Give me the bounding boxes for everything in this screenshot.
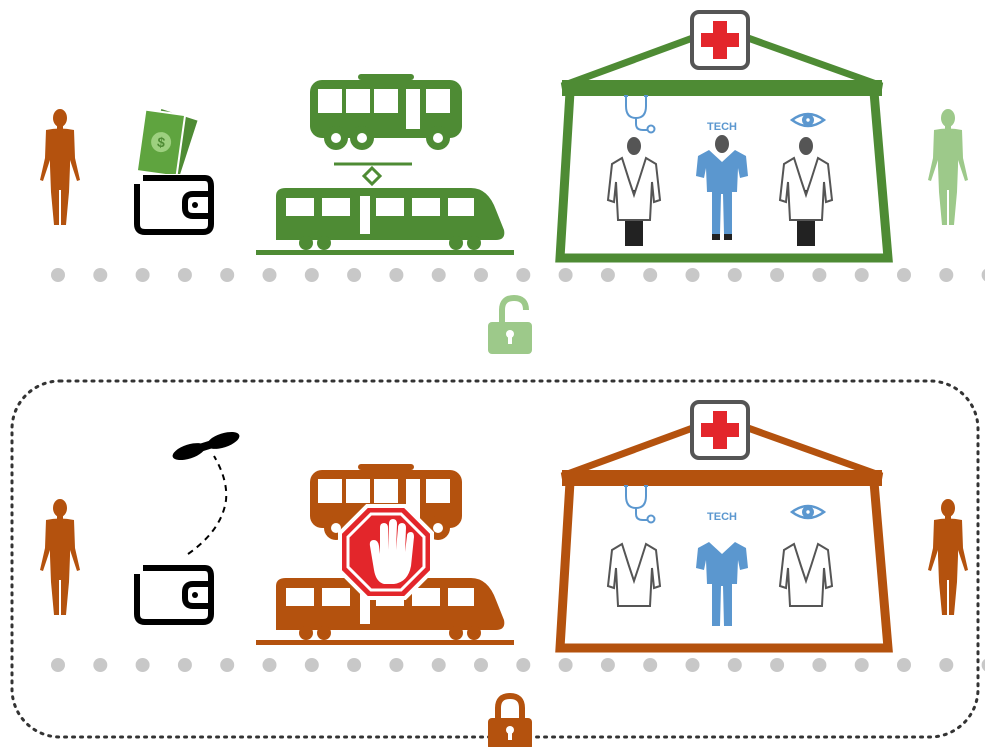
stethoscope-icon bbox=[623, 485, 656, 524]
patient-end-icon bbox=[928, 109, 968, 225]
path-dot bbox=[220, 658, 235, 672]
empty-coat-icon bbox=[779, 543, 833, 607]
path-dot bbox=[93, 268, 108, 282]
rail-line bbox=[256, 640, 514, 645]
path-dot bbox=[939, 268, 954, 282]
path-dot bbox=[558, 268, 573, 282]
scenario-barrier: TECH bbox=[10, 379, 985, 747]
wallet-with-money-icon: $ bbox=[135, 106, 213, 232]
path-dot bbox=[135, 268, 150, 282]
path-dot bbox=[558, 658, 573, 672]
bus-icon bbox=[310, 74, 462, 150]
path-dot bbox=[474, 268, 488, 282]
path-dot bbox=[262, 268, 277, 282]
eye-icon bbox=[790, 504, 826, 520]
stethoscope-icon bbox=[623, 95, 656, 134]
scenario-access: $ TECH bbox=[40, 10, 985, 354]
path-dot bbox=[685, 658, 700, 672]
path-dot bbox=[939, 658, 954, 672]
path-dot bbox=[516, 658, 531, 672]
path-dot bbox=[812, 268, 827, 282]
patient-start-icon bbox=[40, 109, 80, 225]
path-dot bbox=[727, 658, 742, 672]
eye-icon bbox=[790, 112, 826, 128]
path-dot bbox=[474, 658, 488, 672]
path-dot bbox=[51, 658, 65, 672]
path-dot bbox=[389, 268, 404, 282]
svg-text:$: $ bbox=[156, 134, 166, 151]
empty-coat-icon bbox=[607, 543, 661, 607]
path-dot bbox=[262, 658, 277, 672]
patient-end-icon bbox=[928, 499, 968, 615]
path-dot bbox=[177, 268, 192, 282]
barrier-border bbox=[10, 379, 980, 739]
path-dot bbox=[93, 658, 108, 672]
tech-label: TECH bbox=[707, 121, 737, 133]
path-dot bbox=[854, 658, 869, 672]
path-dot bbox=[643, 268, 658, 282]
path-dot bbox=[516, 268, 531, 282]
technician-icon bbox=[696, 135, 748, 240]
path-dot bbox=[897, 658, 911, 672]
path-dot bbox=[981, 268, 985, 282]
path-dot bbox=[600, 658, 615, 672]
path-dot bbox=[854, 268, 869, 282]
tech-label: TECH bbox=[707, 511, 737, 523]
path-dot bbox=[51, 268, 65, 282]
doctor-icon bbox=[607, 137, 661, 246]
path-dot bbox=[600, 268, 615, 282]
hospital-icon: TECH bbox=[555, 10, 893, 263]
path-dot bbox=[770, 268, 785, 282]
doctor-icon bbox=[779, 137, 833, 246]
dotted-path bbox=[51, 658, 985, 672]
dotted-path bbox=[51, 268, 985, 282]
unlocked-padlock-icon bbox=[488, 294, 532, 354]
path-dot bbox=[347, 658, 362, 672]
patient-start-icon bbox=[40, 499, 80, 615]
empty-wallet-with-flying-money-icon bbox=[135, 431, 240, 622]
path-dot bbox=[347, 268, 362, 282]
rail-line bbox=[256, 250, 514, 255]
scrubs-icon bbox=[696, 542, 748, 626]
path-dot bbox=[770, 658, 785, 672]
path-dot bbox=[431, 268, 446, 282]
path-dot bbox=[135, 658, 150, 672]
hospital-icon: TECH bbox=[555, 400, 893, 653]
path-dot bbox=[727, 268, 742, 282]
path-dot bbox=[897, 268, 911, 282]
path-dot bbox=[431, 658, 446, 672]
path-dot bbox=[304, 658, 319, 672]
locked-padlock-icon bbox=[488, 692, 532, 747]
stop-hand-icon bbox=[338, 504, 434, 600]
path-dot bbox=[812, 658, 827, 672]
path-dot bbox=[389, 658, 404, 672]
path-dot bbox=[685, 268, 700, 282]
path-dot bbox=[220, 268, 235, 282]
path-dot bbox=[643, 658, 658, 672]
connector-icon bbox=[334, 162, 412, 187]
path-dot bbox=[304, 268, 319, 282]
path-dot bbox=[981, 658, 985, 672]
train-icon bbox=[276, 188, 505, 250]
path-dot bbox=[177, 658, 192, 672]
